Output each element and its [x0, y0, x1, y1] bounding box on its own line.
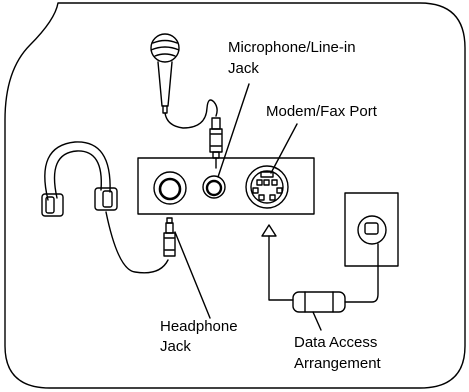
microphone-plug [209, 117, 223, 169]
headphone-jack [153, 171, 187, 205]
jack-panel [137, 157, 315, 215]
headset-cable [105, 211, 169, 274]
daa-phone-cable [268, 235, 294, 301]
port-pointer-arrow [261, 224, 277, 237]
label-headphone-jack-line1: Headphone [160, 318, 238, 335]
microphone-icon [150, 33, 180, 114]
label-modem-fax-port: Modem/Fax Port [266, 103, 377, 120]
label-microphone-jack-line2: Jack [228, 60, 259, 77]
headphone-plug [163, 217, 176, 257]
diagram-frame [4, 2, 466, 389]
daa-wall-cable [344, 243, 379, 303]
label-daa-line2: Arrangement [294, 355, 381, 372]
daa-module [292, 291, 346, 313]
modem-fax-port [245, 165, 289, 209]
label-microphone-jack-line1: Microphone/Line-in [228, 39, 356, 56]
daa-leader [312, 311, 322, 331]
modem-port-leader [270, 123, 298, 174]
wall-outlet [344, 192, 399, 267]
microphone-jack-leader [217, 83, 250, 178]
label-headphone-jack-line2: Jack [160, 338, 191, 355]
headset-icon [41, 141, 118, 217]
label-daa-line1: Data Access [294, 334, 378, 351]
microphone-jack [202, 175, 226, 199]
headphone-jack-leader [174, 231, 211, 319]
microphone-cable [164, 99, 218, 129]
